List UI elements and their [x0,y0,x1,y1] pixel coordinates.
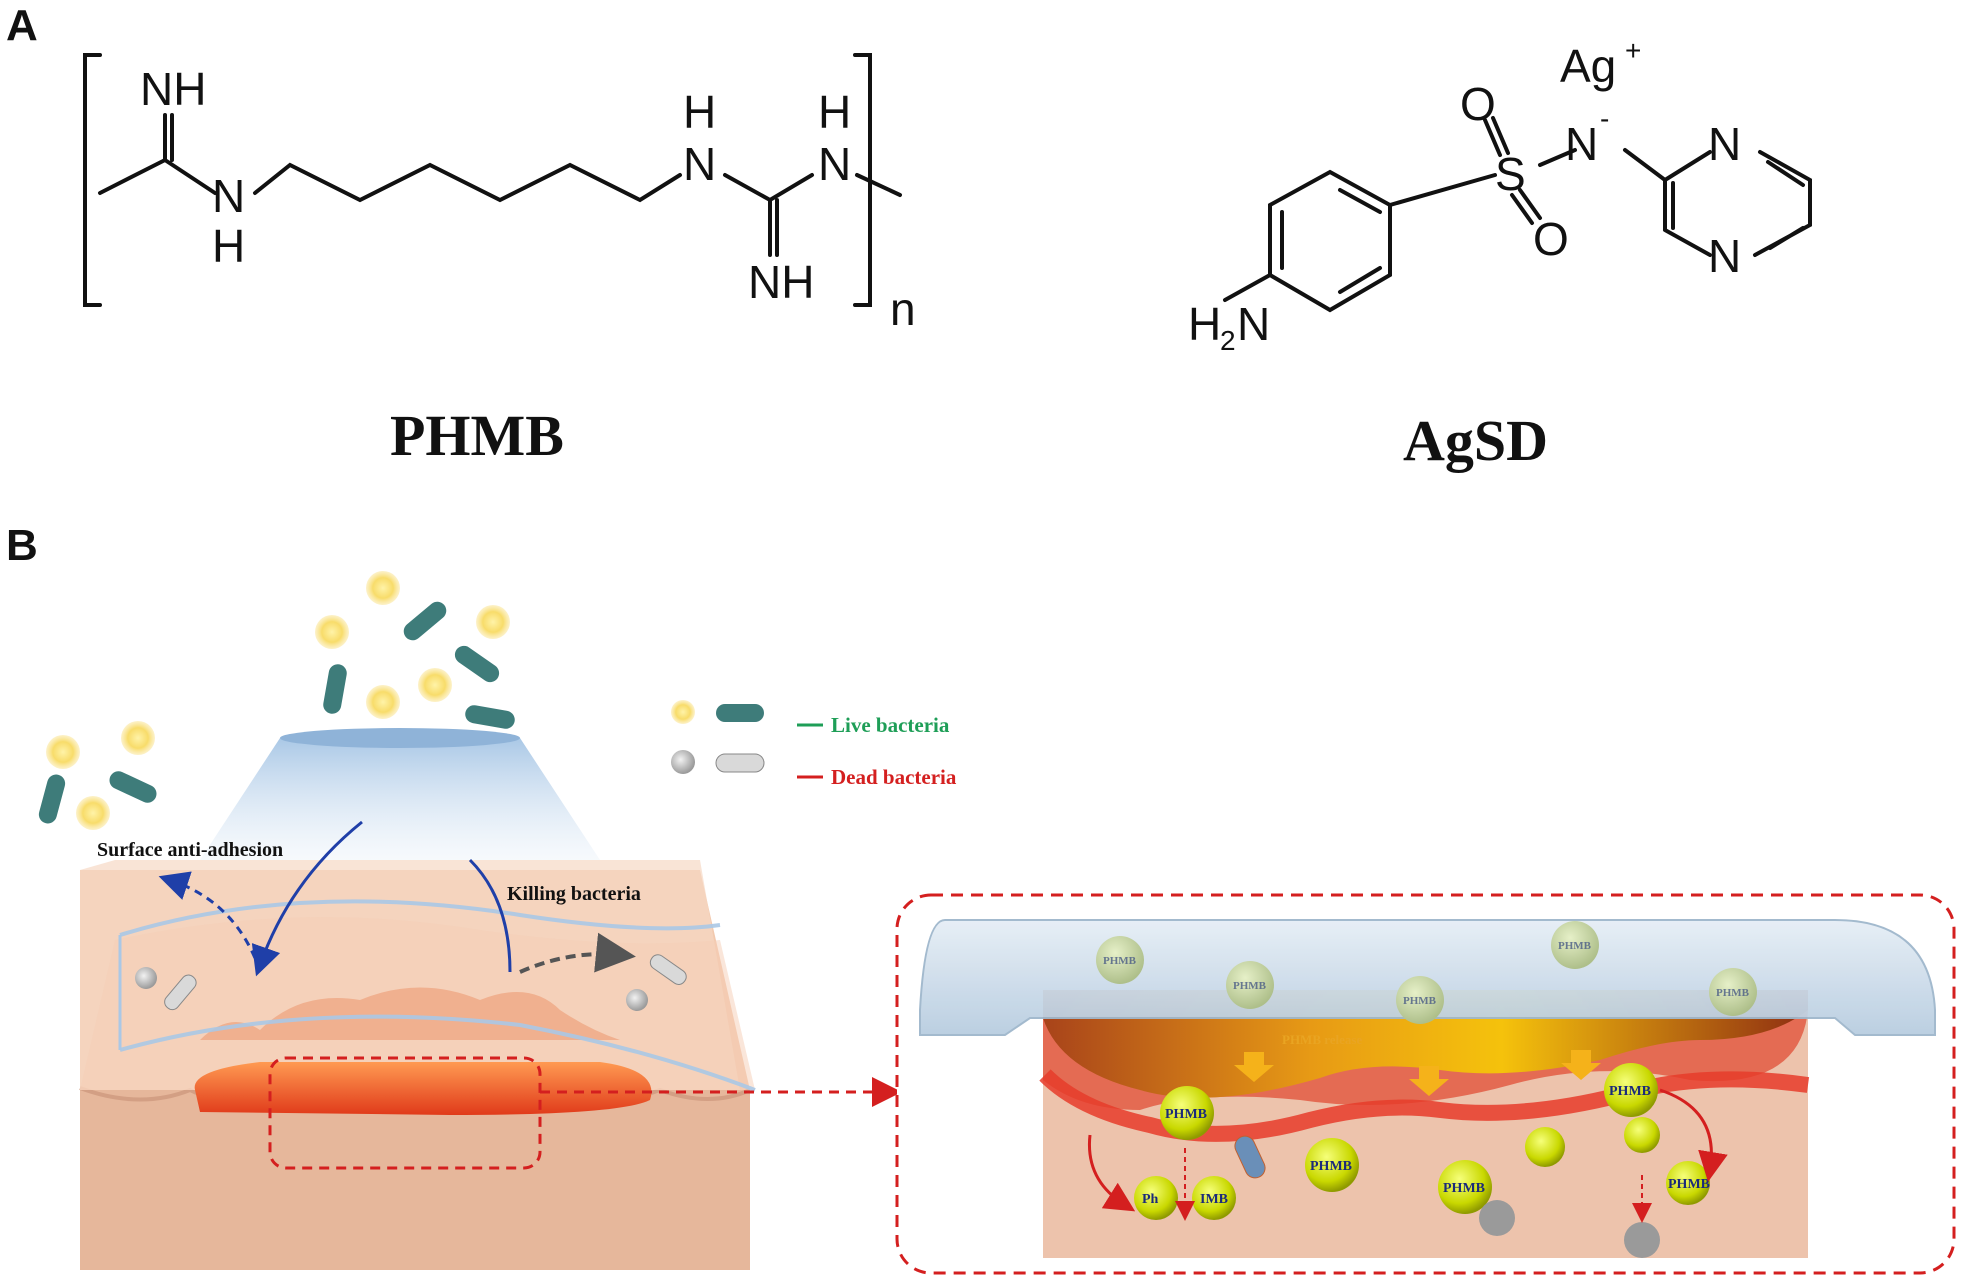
agsd-n-minus-charge: - [1600,103,1609,134]
phmb-name: PHMB [390,403,564,468]
label-killing: Killing bacteria [507,883,641,905]
phmb-nh-r2-n: N [818,138,851,190]
panel-b-label: B [6,521,38,570]
phmb-imine-left: NH [140,63,206,115]
phmb-left-bonds [98,113,217,195]
phmb-structure: NH N H H N H N NH n [83,53,916,335]
release-arrow [1234,1052,1274,1082]
live-bacterium [454,645,500,683]
agsd-name: AgSD [1403,408,1548,473]
live-ball [366,685,400,719]
agsd-o-bottom: O [1533,213,1569,265]
agsd-s: S [1495,148,1526,200]
live-ball [46,735,80,769]
phmb-ball-label: Ph [1142,1192,1159,1207]
mechanism-arrows [158,820,636,977]
live-ball [476,605,510,639]
skin-block [79,860,756,1270]
dead-ball [135,967,157,989]
live-ball [366,571,400,605]
release-arrow [1409,1066,1449,1096]
agsd-amine-sub: 2 [1220,325,1236,356]
phmb-nh-r1-h: H [683,86,716,138]
agsd-n-minus: N [1565,118,1598,170]
phmb-imine-right: NH [748,256,814,308]
agsd-amine-h: H [1188,298,1221,350]
phmb-nh-left-h: H [212,220,245,272]
live-bacterium [403,601,447,641]
dead-bacterium [649,954,687,985]
live-ball [315,615,349,649]
agsd-amine-n: N [1237,298,1270,350]
agsd-o-top: O [1460,78,1496,130]
cone [200,728,600,860]
legend-live-text: Live bacteria [831,713,950,737]
phmb-right-bonds [723,173,902,257]
label-release: PHMB release [1282,1032,1362,1047]
agsd-structure: Ag + O S O N - N N H 2 N [1188,35,1812,356]
agsd-ag: Ag [1560,40,1616,92]
phmb-nh-r1-n: N [683,138,716,190]
agsd-n-ring-top: N [1708,118,1741,170]
bracket-left [83,53,102,307]
ring-to-amine [1223,273,1272,302]
zoom-panel: PHMB release [895,893,1956,1275]
benzene-double [1280,188,1382,294]
zoom-box-small [268,1056,542,1170]
live-ball [121,721,155,755]
legend-live-ball [671,700,695,724]
legend-dead-bacterium [715,753,765,773]
faded-ball-label: PHMB [1233,980,1267,992]
agsd-ag-charge: + [1625,35,1641,66]
live-bacterium [323,664,347,714]
live-bacteria-cluster [38,571,687,1011]
live-ball [76,796,110,830]
live-bacterium [109,771,157,803]
pyrimidine [1663,150,1812,257]
agsd-n-ring-bottom: N [1708,230,1741,282]
label-anti-adhesion: Surface anti-adhesion [97,839,283,861]
legend-live-bacterium [716,704,764,722]
phmb-ball-label: PHMB [1668,1177,1710,1192]
tissue-balls: PHMB PHMB PHMB PHMB Ph IMB PHMB [1087,1063,1728,1258]
phmb-ball-label: PHMB [1165,1107,1207,1122]
ring-to-s [1388,173,1497,207]
faded-ball-label: PHMB [1716,987,1750,999]
benzene-ring [1268,169,1392,313]
panel-a-label: A [6,1,38,50]
live-bacterium [38,774,66,824]
dead-bacterium [164,974,197,1011]
phmb-ball-label: PHMB [1310,1159,1352,1174]
release-arrow [1561,1050,1601,1080]
phmb-chain [253,162,682,203]
dead-ball [626,989,648,1011]
phmb-ball-label: IMB [1200,1192,1228,1207]
phmb-repeat-n: n [890,283,916,335]
faded-ball-label: PHMB [1403,995,1437,1007]
legend: Live bacteria Dead bacteria [671,700,957,789]
live-bacterium [465,705,515,729]
faded-ball-label: PHMB [1103,955,1137,967]
so2-bonds [1483,116,1542,225]
faded-balls: PHMB PHMB PHMB PHMB PHMB [1096,921,1757,1024]
legend-dead-ball [671,750,695,774]
faded-ball-label: PHMB [1558,940,1592,952]
phmb-nh-left-n: N [212,170,245,222]
live-ball [418,668,452,702]
s-n-c [1538,148,1667,182]
phmb-ball-label: PHMB [1443,1181,1485,1196]
phmb-nh-r2-h: H [818,86,851,138]
legend-dead-text: Dead bacteria [831,765,957,789]
phmb-ball-label: PHMB [1609,1084,1651,1099]
